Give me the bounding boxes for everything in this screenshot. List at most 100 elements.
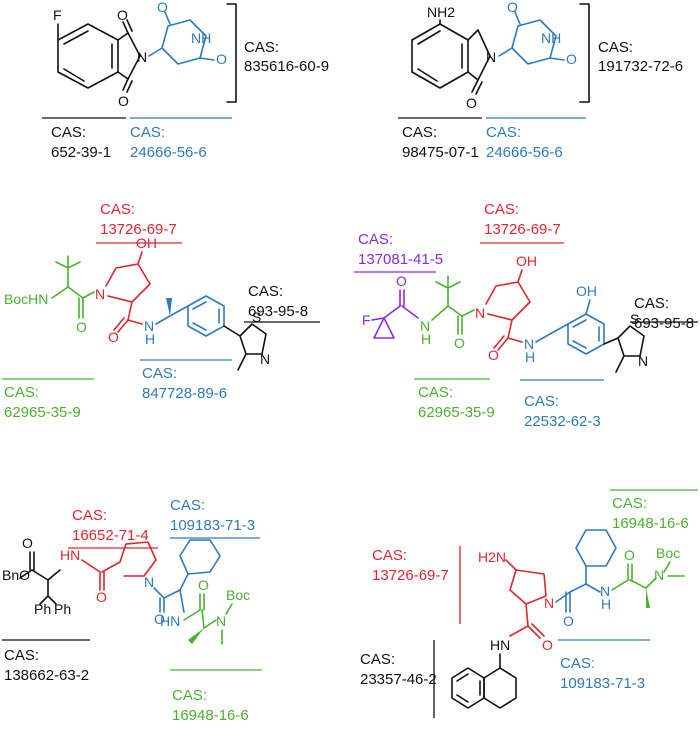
bond xyxy=(82,291,95,299)
cas-number: 24666-56-6 xyxy=(130,144,207,161)
bond xyxy=(39,595,49,605)
fluorine-atom: F xyxy=(53,7,62,23)
oxygen-atom: O xyxy=(542,637,553,653)
carbonyl-bond xyxy=(514,11,521,25)
imide-nh: NH xyxy=(541,30,561,46)
bond xyxy=(183,609,201,621)
bond xyxy=(148,47,163,57)
boc-group: Boc xyxy=(656,545,680,561)
bond xyxy=(47,595,57,605)
amide-hn: HN xyxy=(490,637,510,653)
oxygen-atom: O xyxy=(624,547,635,563)
pyrrolidine-ring xyxy=(119,541,157,577)
cas-label: CAS: xyxy=(170,497,205,514)
nitrogen-atom: N xyxy=(486,49,496,65)
cas-label: CAS: xyxy=(402,124,437,141)
bond xyxy=(223,325,241,337)
bond xyxy=(127,55,141,80)
pyrrolidine-ring xyxy=(509,569,547,605)
thiazole-ring xyxy=(617,325,645,357)
cas-label: CAS: xyxy=(130,124,165,141)
cas-number: 109183-71-3 xyxy=(560,675,645,692)
nitrogen-atom: N xyxy=(260,351,270,367)
nitrogen-atom: N xyxy=(638,353,648,369)
bond xyxy=(549,323,569,335)
oxygen-atom: O xyxy=(157,0,168,15)
bond xyxy=(67,261,81,269)
benzyloxy: BnO xyxy=(2,567,30,583)
cas-number: 137081-41-5 xyxy=(358,251,443,268)
aromatic-bond xyxy=(63,68,85,82)
benzene-ring xyxy=(451,667,485,709)
oxygen-atom: O xyxy=(96,589,107,605)
bond xyxy=(117,32,129,41)
bond xyxy=(169,305,189,317)
oxygen-atom: O xyxy=(566,51,577,67)
bond xyxy=(525,603,529,627)
aromatic-bond xyxy=(572,319,587,328)
benzene-ring xyxy=(57,23,119,89)
cas-label: CAS: xyxy=(486,124,521,141)
bond xyxy=(555,591,571,603)
cas-number: 16948-16-6 xyxy=(612,515,689,532)
pyrrolidine-ring xyxy=(485,281,531,321)
bond xyxy=(127,319,143,325)
cas-label: CAS: xyxy=(598,39,633,56)
oxygen-atom: O xyxy=(117,7,128,23)
thiazole-ring xyxy=(239,323,267,355)
oxygen-atom: O xyxy=(76,319,87,335)
cas-number: 13726-69-7 xyxy=(484,221,561,238)
carbonyl-bond xyxy=(122,21,129,34)
oxygen-atom: O xyxy=(454,335,465,351)
cas-number: 24666-56-6 xyxy=(486,144,563,161)
cas-number: 652-39-1 xyxy=(51,144,111,161)
cas-number: 847728-89-6 xyxy=(142,385,227,402)
cas-label: CAS: xyxy=(524,393,559,410)
cas-label: CAS: xyxy=(51,124,86,141)
aromatic-bond xyxy=(456,694,469,703)
methyl-wedge xyxy=(166,298,172,316)
amide-hn: HN xyxy=(160,613,180,629)
bond xyxy=(67,286,84,299)
bond xyxy=(127,32,141,57)
methyl-bond xyxy=(237,353,247,371)
carbonyl-bond xyxy=(471,79,479,93)
bond xyxy=(201,609,205,629)
bond xyxy=(137,251,143,265)
fluorine-atom: F xyxy=(362,312,371,328)
bond xyxy=(467,29,479,41)
cas-label: CAS: xyxy=(4,647,39,664)
cas-number: 109183-71-3 xyxy=(170,517,255,534)
cas-number: 835616-60-9 xyxy=(244,58,329,75)
bond xyxy=(517,269,523,283)
carbonyl-bond xyxy=(199,57,215,61)
nitrogen-atom: N xyxy=(144,574,154,590)
carbonyl-bond xyxy=(113,317,125,331)
bond xyxy=(179,589,185,613)
cas-label: CAS: xyxy=(358,231,393,248)
bond xyxy=(163,589,181,599)
bond xyxy=(507,337,523,343)
bond xyxy=(81,559,101,573)
hydroxyl: OH xyxy=(516,253,537,269)
bond xyxy=(55,261,69,269)
bond xyxy=(127,301,133,321)
panel-5-structure: CAS: 16652-71-4 CAS: 109183-71-3 O BnO P… xyxy=(2,497,260,645)
carbonyl-bond xyxy=(497,337,509,351)
cyclohexane-ring xyxy=(575,529,617,567)
cas-number: 16652-71-4 xyxy=(72,527,149,544)
cas-label: CAS: xyxy=(360,651,395,668)
bond xyxy=(477,29,491,57)
hydrogen-atom: H xyxy=(601,596,611,612)
carbonyl-bond xyxy=(117,319,129,333)
oxygen-atom: O xyxy=(198,577,209,593)
methyl-bond xyxy=(615,355,625,373)
nitrogen-atom: N xyxy=(95,286,105,302)
amide-nh: N xyxy=(600,583,610,599)
boc-group: Boc xyxy=(226,587,250,603)
carbonyl-bond xyxy=(549,57,565,61)
aromatic-bond xyxy=(417,68,438,82)
bond xyxy=(507,319,513,339)
hydrogen-atom: H xyxy=(525,349,535,365)
